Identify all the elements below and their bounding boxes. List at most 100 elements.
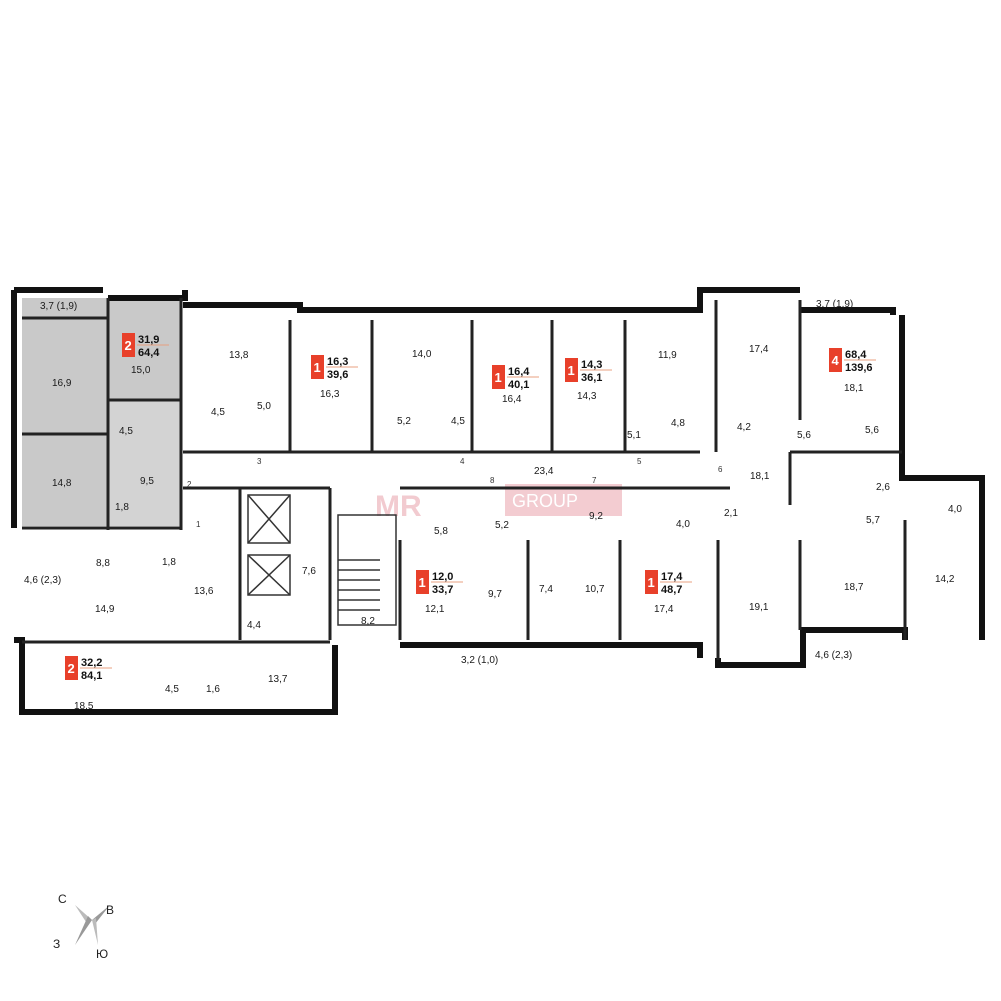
room-label: 14,2 (935, 574, 955, 585)
room-label: 18,5 (74, 701, 94, 712)
compass-east: В (106, 903, 114, 917)
room-label: 16,3 (320, 389, 340, 400)
selected-apartment-fill[interactable] (22, 298, 181, 526)
room-label: 4,8 (671, 418, 685, 429)
room-label: 13,6 (194, 586, 214, 597)
apartment-badge[interactable]: 1 16,339,6 (311, 355, 358, 381)
room-count: 1 (419, 575, 426, 590)
room-label: 18,1 (844, 383, 864, 394)
living-area: 68,4 (845, 349, 867, 361)
room-label: 4,0 (948, 504, 962, 515)
compass-south: Ю (96, 947, 108, 961)
total-area: 139,6 (845, 362, 873, 374)
apartment-badge[interactable]: 1 17,448,7 (645, 570, 692, 596)
room-labels: 3,7 (1,9) 16,9 15,0 4,5 14,8 9,5 1,8 13,… (24, 299, 962, 712)
room-label: 14,0 (412, 349, 432, 360)
room-label: 4,6 (2,3) (24, 575, 61, 586)
room-label: 5,2 (495, 520, 509, 531)
room-count: 1 (314, 360, 321, 375)
watermark: MR GROUP (375, 484, 622, 523)
room-label: 23,4 (534, 466, 554, 477)
entrance-number: 7 (592, 476, 597, 485)
compass-needle-south (92, 918, 98, 945)
room-label: 4,2 (737, 422, 751, 433)
room-label: 9,5 (140, 476, 154, 487)
compass: С В З Ю (53, 892, 114, 961)
room-label: 4,5 (165, 684, 179, 695)
room-count: 2 (68, 661, 75, 676)
total-area: 64,4 (138, 347, 160, 359)
watermark-group: GROUP (512, 491, 578, 511)
entrance-number: 6 (718, 465, 723, 474)
total-area: 39,6 (327, 369, 348, 381)
entrance-number: 8 (490, 476, 495, 485)
room-count-box (829, 348, 842, 372)
room-label: 4,4 (247, 620, 261, 631)
room-label: 15,0 (131, 365, 151, 376)
room-label: 14,9 (95, 604, 115, 615)
room-label: 9,2 (589, 511, 603, 522)
room-count: 1 (648, 575, 655, 590)
room-label: 5,1 (627, 430, 641, 441)
room-label: 13,8 (229, 350, 249, 361)
total-area: 48,7 (661, 584, 682, 596)
room-label: 2,6 (876, 482, 890, 493)
room-count-box (416, 570, 429, 594)
room-label: 16,9 (52, 378, 72, 389)
room-label: 19,1 (749, 602, 769, 613)
compass-needle-west (75, 916, 92, 945)
room-label: 4,5 (119, 426, 133, 437)
room-label: 4,5 (211, 407, 225, 418)
entrance-number: 3 (257, 457, 262, 466)
room-label: 9,7 (488, 589, 502, 600)
room-label: 7,6 (302, 566, 316, 577)
room-label: 5,7 (866, 515, 880, 526)
room-label: 4,0 (676, 519, 690, 530)
room-label: 10,7 (585, 584, 605, 595)
total-area: 36,1 (581, 372, 602, 384)
room-label: 1,8 (115, 502, 129, 513)
room-count-box (65, 656, 78, 680)
room-label: 5,0 (257, 401, 271, 412)
room-count: 4 (832, 353, 840, 368)
living-area: 17,4 (661, 571, 683, 583)
room-label: 17,4 (749, 344, 769, 355)
living-area: 16,3 (327, 356, 348, 368)
total-area: 84,1 (81, 670, 102, 682)
compass-west: З (53, 937, 60, 951)
room-label: 5,6 (865, 425, 879, 436)
room-label: 11,9 (658, 350, 677, 361)
room-label: 3,2 (1,0) (461, 655, 498, 666)
living-area: 31,9 (138, 334, 159, 346)
room-count: 1 (568, 363, 575, 378)
room-label: 16,4 (502, 394, 522, 405)
room-label: 17,4 (654, 604, 674, 615)
total-area: 40,1 (508, 379, 529, 391)
entrance-number: 4 (460, 457, 465, 466)
room-label: 18,1 (750, 471, 770, 482)
entrance-numbers: 1 2 3 4 5 6 7 8 (187, 457, 723, 529)
room-count-box (645, 570, 658, 594)
room-label: 5,6 (797, 430, 811, 441)
room-count-box (311, 355, 324, 379)
compass-needle-east (92, 905, 110, 924)
room-label: 5,2 (397, 416, 411, 427)
room-label: 14,8 (52, 478, 72, 489)
total-area: 33,7 (432, 584, 453, 596)
room-label: 18,7 (844, 582, 864, 593)
room-label: 3,7 (1,9) (816, 299, 853, 310)
room-label: 8,8 (96, 558, 110, 569)
room-label: 4,5 (451, 416, 465, 427)
watermark-brand: MR (375, 490, 422, 523)
room-label: 2,1 (724, 508, 738, 519)
room-label: 8,2 (361, 616, 375, 627)
room-count-box (122, 333, 135, 357)
room-label: 1,6 (206, 684, 220, 695)
